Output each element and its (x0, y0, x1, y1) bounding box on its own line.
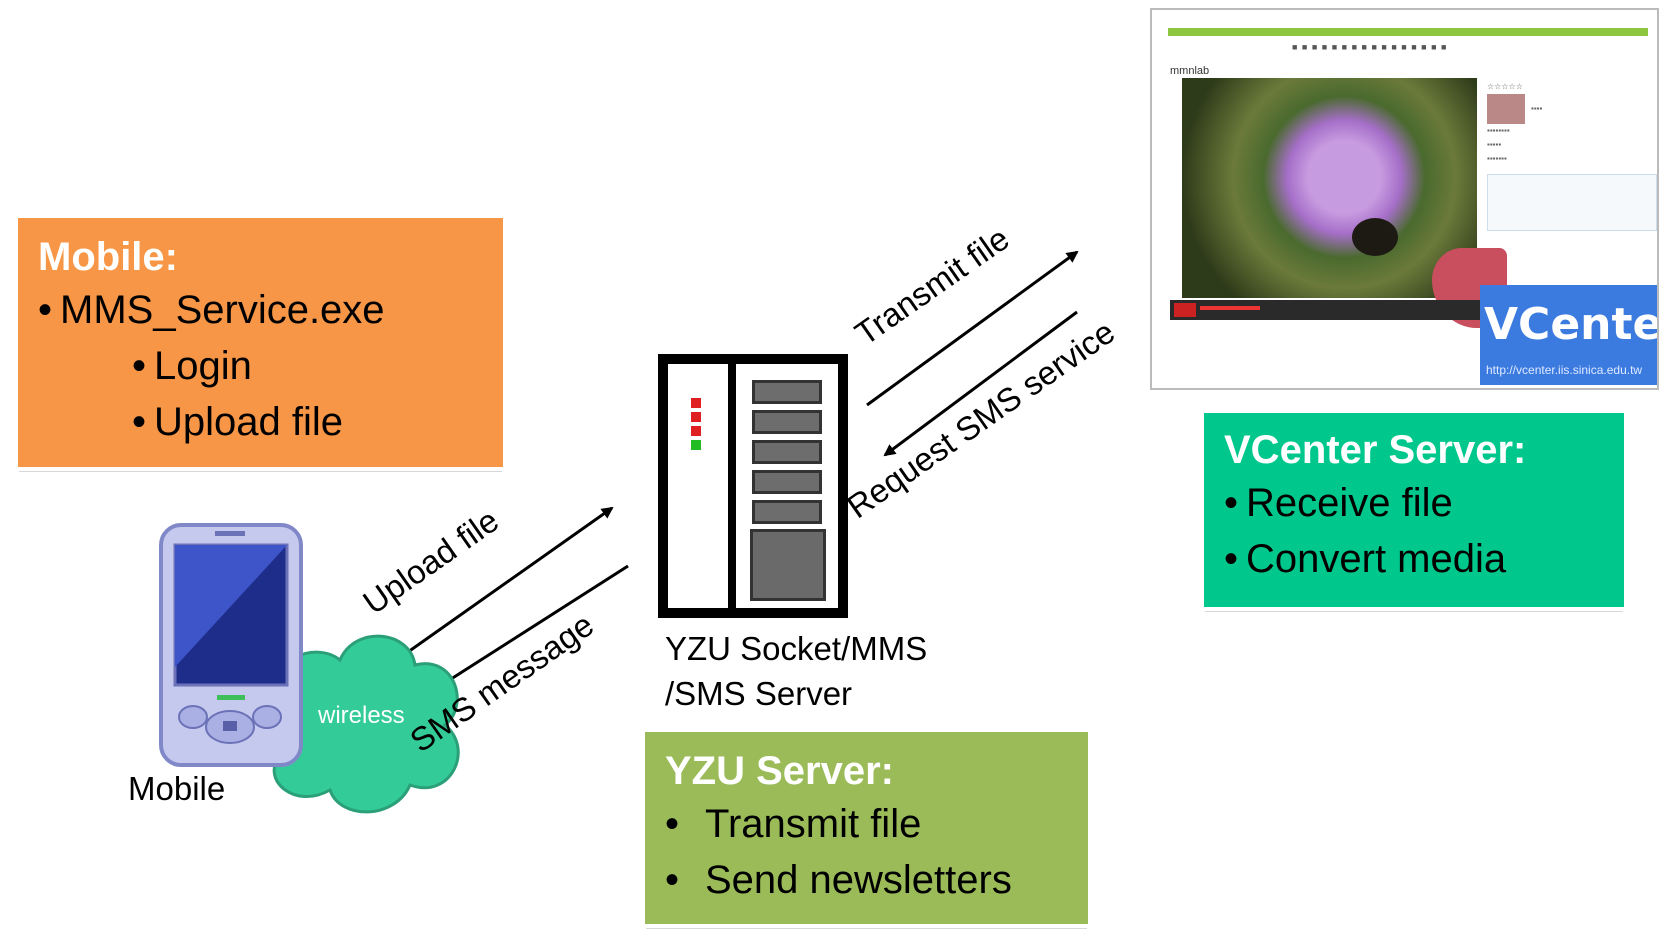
vcenter-item-label: Receive file (1246, 481, 1453, 525)
yzu-box-item: •Transmit file (665, 802, 922, 846)
mobile-box-item: •MMS_Service.exe (38, 288, 385, 332)
wireless-cloud (258, 634, 460, 814)
server-label-line2: /SMS Server (665, 675, 853, 712)
vcenter-screenshot: ■ ■ ■ ■ ■ ■ ■ ■ ■ ■ ■ ■ ■ ■ ■ ■ mmnlab ☆… (1150, 8, 1659, 390)
vcenter-logo: VCenter http://vcenter.iis.sinica.edu.tw (1480, 285, 1657, 385)
vcenter-info-box: VCenter Server: •Receive file •Convert m… (1204, 413, 1624, 607)
yzu-box-title: YZU Server: (665, 749, 894, 793)
video-sidebar: ☆☆☆☆☆ ▪▪▪▪ ▪▪▪▪▪▪▪▪▪▪▪▪▪▪▪▪▪▪▪▪ (1487, 80, 1657, 231)
vcenter-box-item: •Convert media (1224, 537, 1507, 581)
video-frame (1182, 78, 1507, 328)
pda-icon (159, 523, 303, 767)
mobile-item-label: Login (154, 344, 252, 388)
yzu-box-item: •Send newsletters (665, 858, 1012, 902)
vcenter-logo-name: VCenter (1484, 299, 1657, 350)
server-label-line1: YZU Socket/MMS (665, 630, 928, 667)
mobile-box-item: •Upload file (132, 400, 344, 444)
vcenter-logo-url: http://vcenter.iis.sinica.edu.tw (1486, 363, 1643, 377)
wireless-label: wireless (318, 702, 405, 729)
video-player-bar (1170, 300, 1480, 320)
yzu-item-label: Send newsletters (705, 858, 1012, 902)
transmit-arrow (866, 250, 1079, 407)
vcenter-box-item: •Receive file (1224, 481, 1453, 525)
yzu-info-box: YZU Server: •Transmit file •Send newslet… (645, 732, 1088, 924)
mobile-item-label: MMS_Service.exe (60, 288, 385, 332)
mobile-box-item: •Login (132, 344, 252, 388)
request-arrow (883, 310, 1078, 457)
vcenter-item-label: Convert media (1246, 537, 1507, 581)
device-label: Mobile (128, 770, 226, 807)
vcenter-box-title: VCenter Server: (1224, 428, 1527, 472)
mobile-box-title: Mobile: (38, 235, 178, 279)
server-icon (658, 354, 848, 618)
mobile-info-box: Mobile: •MMS_Service.exe •Login •Upload … (18, 218, 503, 467)
upload-arrow (373, 506, 614, 678)
yzu-item-label: Transmit file (705, 802, 922, 846)
mobile-item-label: Upload file (154, 400, 344, 444)
